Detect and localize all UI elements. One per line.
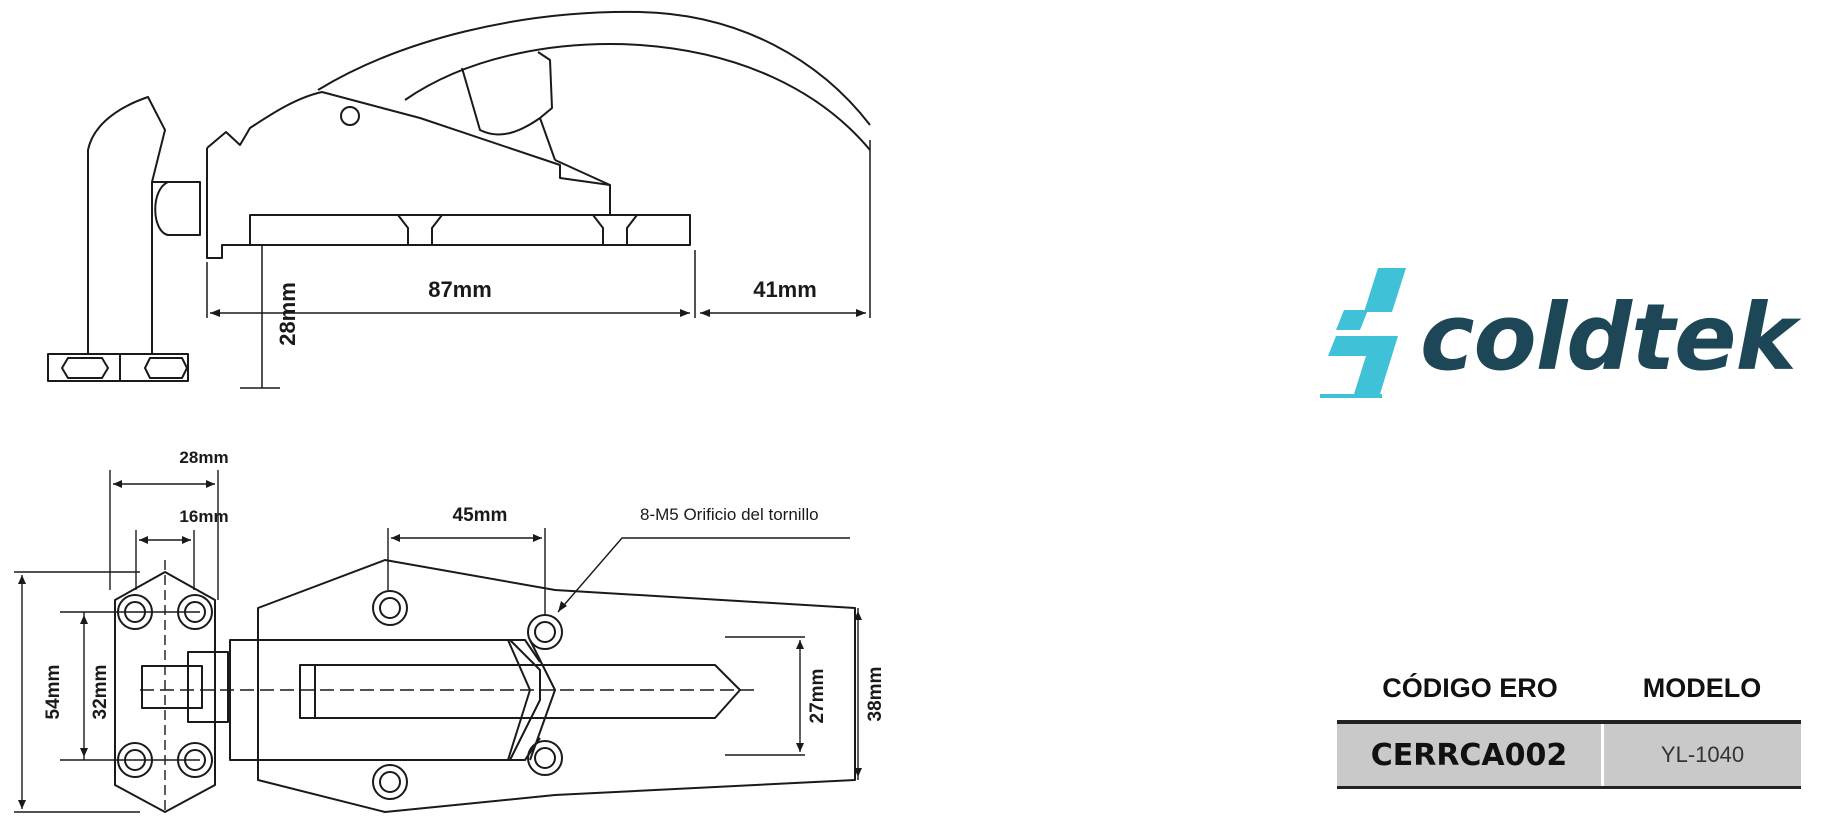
- dim-label-28mm-width: 28mm: [179, 448, 228, 467]
- strike-plate: [114, 571, 216, 813]
- front-view: [14, 470, 862, 815]
- side-view: [47, 10, 871, 389]
- handle-link: [461, 51, 553, 136]
- latch-body: [206, 91, 611, 215]
- hole-note: 8-M5 Orificio del tornillo: [640, 505, 819, 524]
- dim-label-45mm: 45mm: [453, 505, 508, 526]
- bolt: [299, 664, 741, 719]
- col-header-model: MODELO: [1642, 672, 1762, 703]
- dim-label-54mm: 54mm: [43, 665, 64, 720]
- dim-label-87mm: 87mm: [428, 277, 492, 302]
- handle-outer: [317, 10, 871, 126]
- coldtek-mark-icon: [1320, 268, 1406, 398]
- dim-label-32mm: 32mm: [90, 665, 111, 720]
- strike-base: [47, 353, 189, 382]
- bolt-housing: [229, 639, 541, 761]
- dim-label-27mm: 27mm: [807, 669, 828, 724]
- dim-label-28mm: 28mm: [275, 282, 300, 346]
- product-model: YL-1040: [1660, 742, 1745, 767]
- table-row: CERRCA002 YL-1040: [1337, 724, 1801, 789]
- spec-table-header: CÓDIGO ERO MODELO: [1337, 668, 1801, 708]
- latch-plate: [206, 148, 691, 259]
- dim-label-38mm: 38mm: [865, 667, 886, 722]
- brand-name: coldtek: [1420, 283, 1797, 391]
- brand-logo: coldtek: [1320, 268, 1797, 400]
- product-code: CERRCA002: [1337, 724, 1604, 786]
- dim-label-16mm: 16mm: [179, 507, 228, 526]
- technical-drawing: 28mm 87mm 41mm: [14, 10, 886, 815]
- col-header-code: CÓDIGO ERO: [1382, 672, 1558, 703]
- dim-label-41mm: 41mm: [753, 277, 817, 302]
- latch-plate-front: [257, 559, 856, 813]
- handle-inner: [404, 43, 871, 151]
- table-rule: [1337, 720, 1801, 724]
- strike-post: [87, 96, 166, 354]
- spec-table: CÓDIGO ERO MODELO CERRCA002 YL-1040: [1337, 668, 1801, 789]
